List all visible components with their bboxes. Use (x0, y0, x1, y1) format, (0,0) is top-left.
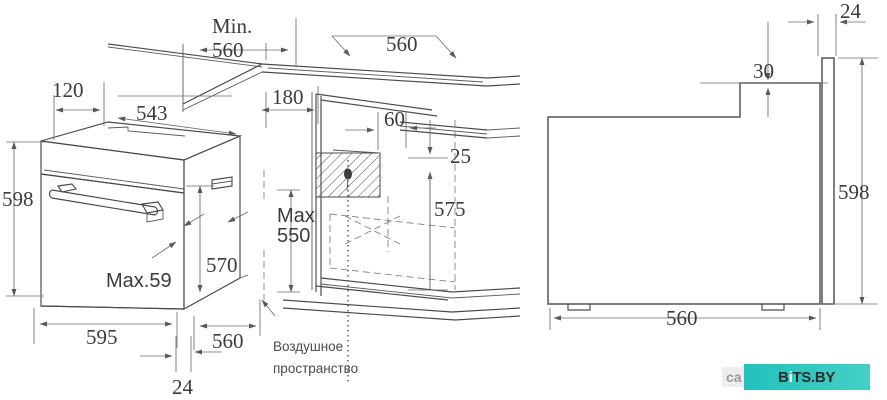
dim-max-depth-l1: Max (277, 205, 315, 227)
dim-cavity-height: 570 (206, 253, 238, 277)
dim-vent-width: 60 (384, 107, 405, 131)
watermark-brand-chip: BiTS.BY (743, 364, 870, 390)
right-view-profile-geometry (547, 57, 835, 311)
center-mark-icon (344, 168, 352, 180)
foot-tab-left (567, 304, 591, 311)
oven-handle (48, 183, 164, 223)
watermark: ca BiTS.BY (722, 364, 870, 390)
dim-body-depth: 560 (666, 306, 698, 330)
dim-vent-gap: 25 (450, 144, 471, 168)
watermark-brand-text: BiTS.BY (778, 369, 835, 386)
dim-max-depth-l2: 550 (277, 225, 310, 247)
dim-door-thickness: 24 (172, 375, 194, 399)
dim-cabinet-depth: 560 (386, 32, 418, 56)
foot-tab-right (761, 304, 785, 311)
left-view-dimensions (6, 18, 457, 372)
dim-overall-height: 598 (838, 180, 870, 204)
dim-niche-height: 575 (434, 197, 466, 221)
dim-front-panel-thickness: 24 (840, 0, 862, 23)
watermark-brand-prefix: B (778, 368, 789, 386)
dim-left-offset: 120 (52, 78, 84, 102)
watermark-brand-suffix: TS.BY (792, 368, 836, 386)
left-view-cabinet-geometry (107, 43, 521, 382)
dim-oven-width: 595 (86, 325, 118, 349)
dim-recess-depth: 180 (272, 85, 304, 109)
right-view-dimension-labels: 24 30 598 560 (666, 0, 870, 330)
oven-body-profile (547, 82, 821, 305)
left-view-dimension-labels: Min. 560 560 120 543 180 60 25 575 598 5… (2, 14, 471, 399)
note-air-gap-line1: Воздушное (273, 339, 343, 354)
right-view-dimensions (549, 14, 878, 330)
watermark-brand-accent: i (788, 368, 793, 386)
dim-step-height: 30 (753, 59, 774, 83)
dim-min-width: 560 (212, 38, 244, 62)
dim-inner-width: 543 (136, 101, 168, 125)
dim-oven-height: 598 (2, 187, 34, 211)
oven-side-vent (211, 176, 233, 190)
note-air-gap-line2: пространство (273, 361, 358, 376)
watermark-ghost-text: ca (722, 367, 744, 387)
dim-min-label: Min. (212, 14, 252, 38)
door-panel-profile (821, 57, 835, 305)
dim-max-panel: Max.59 (106, 270, 172, 292)
dim-oven-depth: 560 (212, 329, 244, 353)
